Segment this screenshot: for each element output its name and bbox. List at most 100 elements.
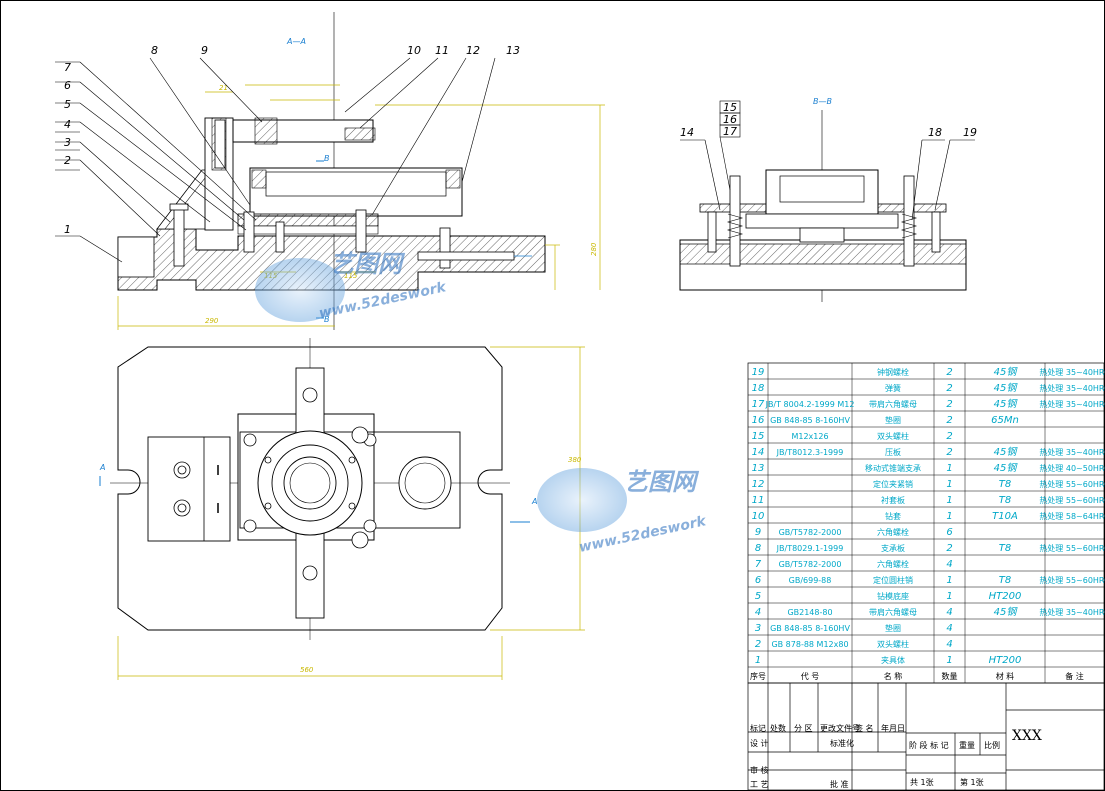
part-17-material: 45钢 (994, 398, 1019, 410)
section-a-mark-right: A (531, 497, 537, 506)
tb-design: 设 计 (750, 738, 769, 748)
part-6-name: 定位圆柱销 (873, 575, 913, 585)
balloon-6: 6 (64, 79, 71, 92)
part-1-name: 夹具体 (881, 655, 905, 665)
part-3-code: GB 848-85 8-160HV (770, 624, 850, 633)
part-10-note: 热处理 58~64HRC (1039, 511, 1105, 521)
dimensions-plan (117, 346, 585, 680)
tb-weight: 重量 (959, 740, 975, 750)
part-17-no: 17 (752, 399, 765, 410)
part-9-name: 六角螺栓 (877, 527, 909, 537)
part-12-note: 热处理 55~60HRC (1039, 479, 1105, 489)
dim-115-right: 115 (344, 272, 358, 280)
balloon-7: 7 (64, 61, 71, 74)
dim-560: 560 (300, 666, 314, 674)
part-16-material: 65Mn (991, 415, 1019, 426)
balloon-4: 4 (64, 118, 71, 131)
part-4-qty: 4 (946, 607, 952, 618)
part-4-no: 4 (755, 607, 761, 618)
balloon-2: 2 (64, 154, 71, 167)
part-7-name: 六角螺栓 (877, 559, 909, 569)
part-4-name: 带肩六角螺母 (869, 607, 917, 617)
tb-date: 年月日 (881, 723, 905, 733)
part-4-material: 45钢 (994, 606, 1019, 618)
section-a-label: A—A (286, 37, 306, 46)
balloon-18: 18 (928, 126, 942, 139)
plan-view: A A (99, 338, 537, 640)
parts-header-no: 序号 (750, 671, 766, 681)
balloon-12: 12 (466, 44, 480, 57)
part-8-name: 支承板 (881, 543, 905, 553)
part-10-qty: 1 (946, 511, 952, 522)
balloon-3: 3 (64, 136, 71, 149)
dim-280: 280 (590, 242, 598, 256)
part-17-qty: 2 (946, 399, 952, 410)
dim-380: 380 (568, 456, 582, 464)
part-17-name: 带肩六角螺母 (869, 399, 917, 409)
part-19-qty: 2 (946, 367, 952, 378)
parts-header-note: 备 注 (1065, 671, 1084, 681)
part-2-name: 双头螺柱 (877, 639, 909, 649)
balloon-15: 15 (723, 101, 737, 114)
section-b-b-view: B—B (679, 97, 967, 302)
part-6-no: 6 (755, 575, 761, 586)
part-1-qty: 1 (946, 655, 952, 666)
part-15-qty: 2 (946, 431, 952, 442)
section-b-mark-bottom: B (324, 315, 330, 324)
part-18-note: 热处理 35~40HRC (1039, 383, 1105, 393)
part-15-code: M12x126 (791, 432, 828, 441)
part-8-material: T8 (999, 543, 1011, 554)
part-5-material: HT200 (989, 591, 1022, 602)
tb-zone: 分 区 (794, 724, 813, 733)
tb-audit: 审 核 (750, 765, 769, 775)
parts-header-code: 代 号 (801, 671, 820, 681)
part-8-qty: 2 (946, 543, 952, 554)
tb-std: 标准化 (830, 738, 854, 748)
balloon-8: 8 (151, 44, 158, 57)
part-5-qty: 1 (946, 591, 952, 602)
watermark-brand: 艺图网 (330, 250, 406, 278)
part-14-material: 45钢 (994, 446, 1019, 458)
part-5-no: 5 (755, 591, 761, 602)
tb-sign: 签 名 (855, 723, 874, 733)
part-7-no: 7 (755, 559, 762, 570)
part-19-note: 热处理 35~40HRC (1039, 367, 1105, 377)
part-2-qty: 4 (946, 639, 952, 650)
part-8-code: JB/T8029.1-1999 (776, 544, 844, 553)
part-3-qty: 4 (946, 623, 952, 634)
part-6-qty: 1 (946, 575, 952, 586)
part-12-material: T8 (999, 479, 1011, 490)
leaders-a-a (55, 57, 496, 263)
parts-header-qty: 数量 (942, 671, 958, 681)
part-3-no: 3 (755, 623, 761, 634)
part-18-qty: 2 (946, 383, 952, 394)
balloon-14: 14 (680, 126, 694, 139)
part-11-qty: 1 (946, 495, 952, 506)
tb-title: XXX (1012, 728, 1042, 744)
tb-count: 处数 (770, 723, 786, 733)
part-1-no: 1 (755, 655, 761, 666)
part-8-note: 热处理 55~60HRC (1039, 543, 1105, 553)
part-13-name: 移动式锥端支承 (865, 463, 921, 473)
section-a-a-view: A—A (117, 12, 546, 330)
part-11-no: 11 (752, 495, 765, 506)
part-10-no: 10 (752, 511, 765, 522)
watermark-brand-2: 艺图网 (624, 468, 700, 496)
tb-stage: 阶 段 标 记 (909, 740, 949, 750)
part-16-qty: 2 (946, 415, 952, 426)
balloon-17: 17 (723, 125, 737, 138)
part-11-name: 衬套板 (881, 495, 905, 505)
tb-doc: 更改文件号 (820, 723, 860, 733)
part-10-material: T10A (992, 511, 1018, 522)
part-15-no: 15 (752, 431, 765, 442)
balloon-5: 5 (64, 98, 71, 111)
part-19-material: 45钢 (994, 366, 1019, 378)
part-13-material: 45钢 (994, 462, 1019, 474)
part-14-name: 压板 (885, 447, 901, 457)
part-14-qty: 2 (946, 447, 952, 458)
part-6-code: GB/699-88 (789, 576, 832, 585)
part-2-no: 2 (755, 639, 761, 650)
part-18-name: 弹簧 (885, 383, 901, 393)
